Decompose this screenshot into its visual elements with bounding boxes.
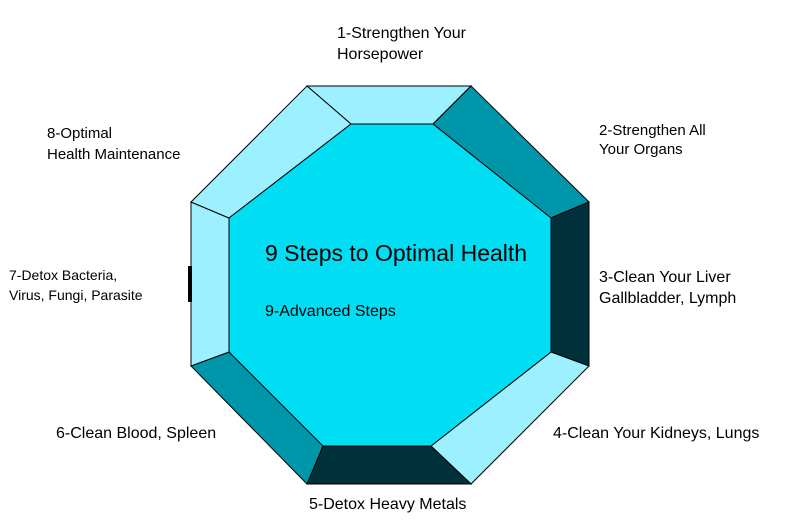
step-7-marker [188,266,192,302]
label-step-2-line1: 2-Strengthen All [599,122,706,139]
label-step-2-line2: Your Organs [599,141,683,158]
label-step-4: 4-Clean Your Kidneys, Lungs [553,423,759,444]
label-step-1-line2: Horsepower [337,46,424,63]
segment-step-3 [550,201,590,367]
label-step-6: 6-Clean Blood, Spleen [56,423,216,444]
label-step-3: 3-Clean Your Liver Gallbladder, Lymph [599,267,736,309]
label-step-8-line1: 8-Optimal [47,125,113,142]
label-step-6-line1: 6-Clean Blood, Spleen [56,425,217,442]
label-step-8-line2: Health Maintenance [47,146,181,163]
label-step-3-line2: Gallbladder, Lymph [599,290,737,307]
label-step-7: 7-Detox Bacteria, Virus, Fungi, Parasite [9,265,143,305]
center-label: 9-Advanced Steps [265,303,396,320]
label-step-1-line1: 1-Strengthen Your [337,25,466,42]
label-step-1: 1-Strengthen Your Horsepower [337,23,466,65]
label-step-4-line1: 4-Clean Your Kidneys, Lungs [553,425,760,442]
segment-step-7 [190,201,230,367]
label-step-8: 8-Optimal Health Maintenance [47,123,180,165]
octagon-center [228,123,552,447]
label-step-5-line1: 5-Detox Heavy Metals [309,496,467,513]
diagram-title: 9 Steps to Optimal Health [265,240,528,266]
label-step-7-line2: Virus, Fungi, Parasite [9,287,143,303]
label-step-7-line1: 7-Detox Bacteria, [9,267,118,283]
label-step-2: 2-Strengthen All Your Organs [599,121,706,159]
label-step-3-line1: 3-Clean Your Liver [599,269,731,286]
label-step-5: 5-Detox Heavy Metals [309,494,466,515]
